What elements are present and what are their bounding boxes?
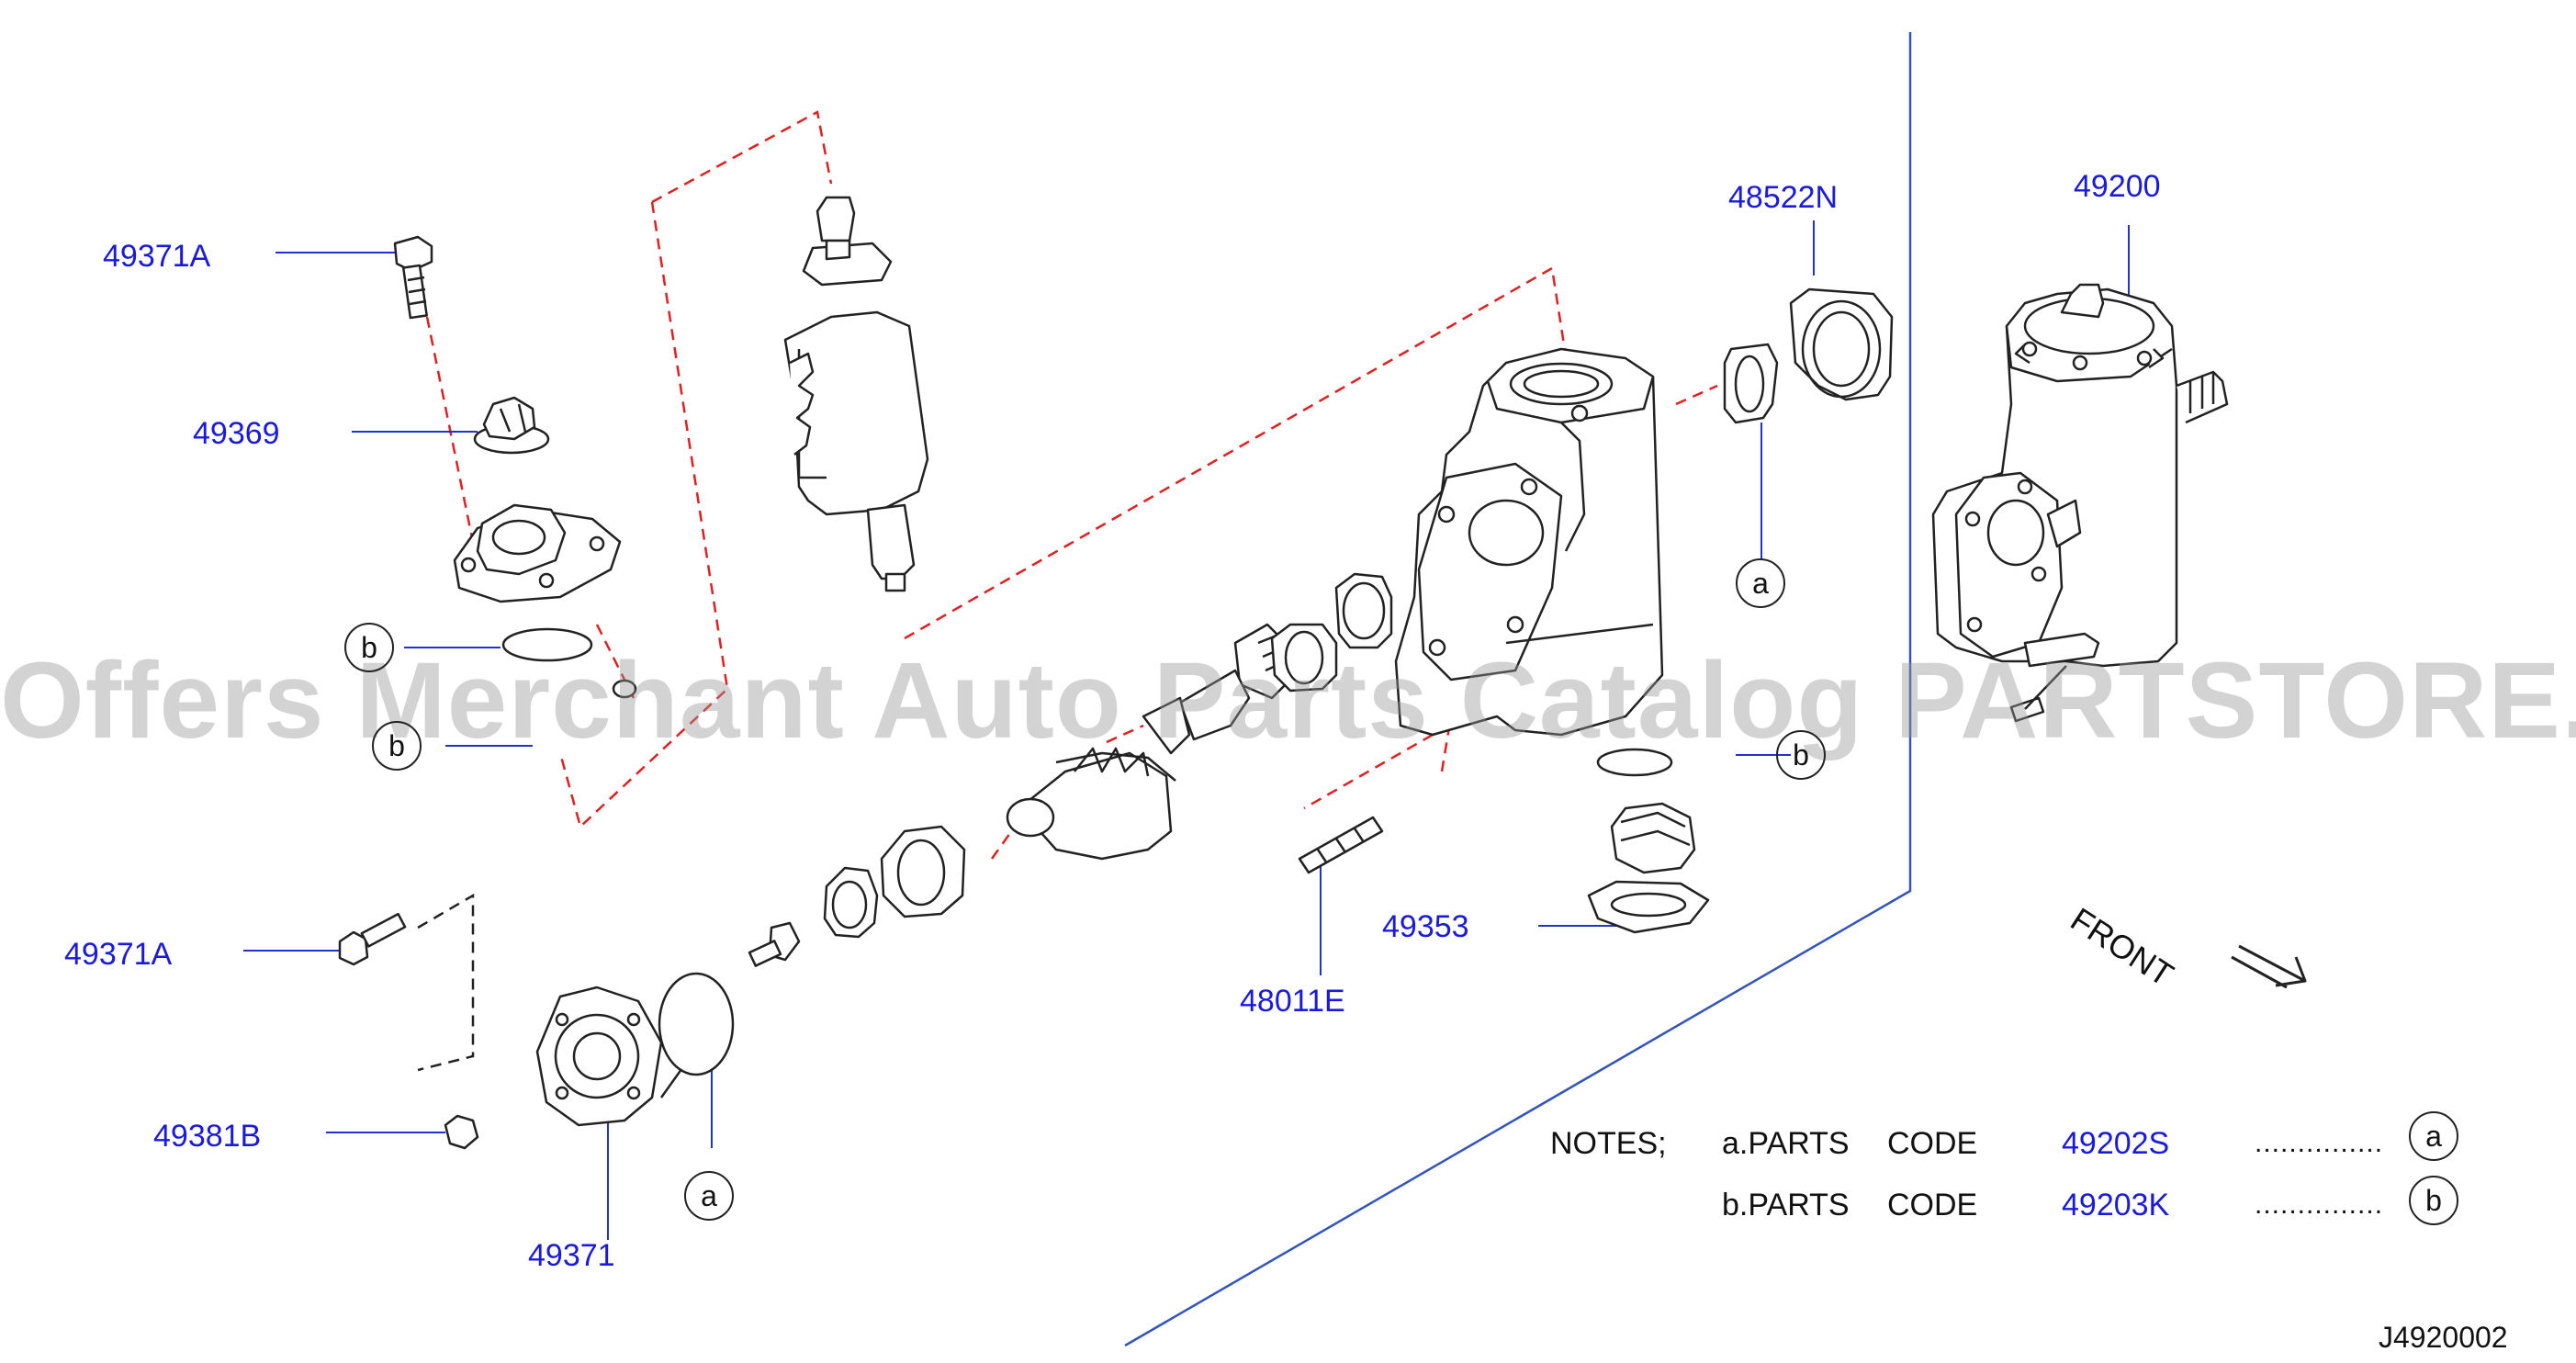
note-b-mark: b <box>2409 1176 2458 1225</box>
part-label-49369[interactable]: 49369 <box>193 416 280 451</box>
assembly-dash-lines <box>425 110 1718 860</box>
lower-cover-49371 <box>535 986 686 1127</box>
assembled-gear-49200 <box>1931 283 2229 723</box>
callout-b-left-upper: b <box>344 623 394 672</box>
small-ring-b <box>612 679 637 699</box>
worm-shaft <box>1006 623 1292 861</box>
part-label-48011e[interactable]: 48011E <box>1240 984 1345 1019</box>
part-label-49371a-low[interactable]: 49371A <box>64 937 173 972</box>
leader-lines <box>243 220 2130 1240</box>
bolt-49371a-top <box>393 235 433 320</box>
o-ring-b-upper <box>501 627 593 662</box>
note-b-dots: ............... <box>2255 1189 2384 1220</box>
callout-b-left-lower: b <box>372 721 422 771</box>
diagram-code: J4920002 <box>2379 1321 2508 1354</box>
gear-housing <box>1394 347 1664 737</box>
plug-bolt <box>748 921 801 967</box>
part-label-49381b[interactable]: 49381B <box>153 1119 262 1154</box>
part-label-49371a-top[interactable]: 49371A <box>103 239 211 274</box>
stud-48011e <box>1298 816 1384 874</box>
note-a-mark: a <box>2409 1111 2458 1161</box>
part-label-49200[interactable]: 49200 <box>2074 169 2161 204</box>
arrow-down-right-icon <box>2231 944 2307 989</box>
callout-a-right: a <box>1736 558 1785 608</box>
gasket-a-lower <box>658 972 735 1076</box>
callout-b-right: b <box>1776 730 1826 780</box>
note-a-dots: ............... <box>2255 1128 2384 1158</box>
nut-49369 <box>473 396 550 455</box>
note-b-code-word: CODE <box>1887 1188 1978 1222</box>
note-b-prefix: b.PARTS <box>1722 1188 1850 1222</box>
ring-49353 <box>1587 802 1710 934</box>
upper-cover <box>453 503 622 603</box>
bearing-lower <box>823 825 966 939</box>
part-label-48522n[interactable]: 48522N <box>1728 180 1839 215</box>
bearing-middle <box>1270 572 1393 693</box>
callout-a-bottom: a <box>684 1171 734 1221</box>
nut-49381b <box>444 1114 479 1150</box>
note-b-code[interactable]: 49203K <box>2062 1188 2170 1222</box>
notes-heading: NOTES; <box>1550 1126 1667 1161</box>
note-a-code[interactable]: 49202S <box>2062 1126 2170 1161</box>
group-divider-line <box>1124 32 1912 1347</box>
bolt-49371a-low <box>338 912 407 966</box>
sector-shaft <box>783 196 929 592</box>
seal-rings <box>1723 287 1894 424</box>
part-label-49353[interactable]: 49353 <box>1382 909 1469 944</box>
o-ring-b-right <box>1596 748 1673 777</box>
parts-line-art <box>338 196 2307 1150</box>
note-a-prefix: a.PARTS <box>1722 1126 1850 1161</box>
part-label-49371[interactable]: 49371 <box>528 1238 615 1273</box>
note-a-code-word: CODE <box>1887 1126 1978 1161</box>
bolt-dash-bracket <box>417 893 475 1072</box>
